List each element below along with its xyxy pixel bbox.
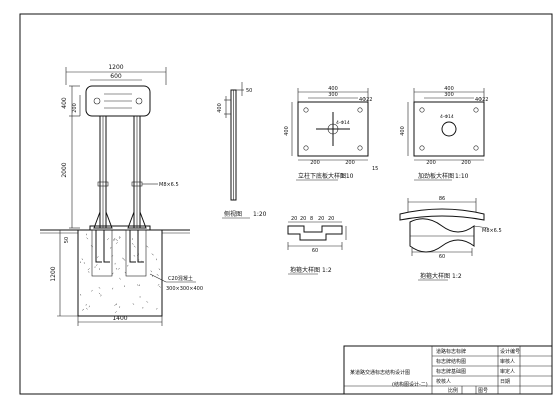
- title-right-3: 审定人: [500, 368, 515, 375]
- bolt-label-a: M8×6.5: [159, 182, 179, 188]
- plate-b: [413, 101, 485, 157]
- concrete-note: C20混凝土: [168, 275, 193, 282]
- plate-a-edge: 15: [372, 166, 378, 172]
- saddle-detail: 86 M8×6.5 60 抱箍大样图 1:2: [399, 196, 502, 281]
- title-row-3: 标志牌基础图: [436, 368, 466, 375]
- saddle-scale: 1:2: [452, 273, 462, 280]
- plate-a-height: 400: [284, 126, 290, 136]
- side-view-caption: 侧视图: [224, 210, 242, 218]
- dim-base-height: 1200: [50, 266, 57, 281]
- plate-a-half-right: 200: [345, 160, 355, 166]
- plate-a: [297, 101, 369, 157]
- scale-label: 比例: [448, 387, 458, 394]
- saddle-caption: 抱箍大样图: [420, 272, 450, 280]
- dim-sign-board-width: 600: [110, 73, 122, 80]
- plate-a-width: 400: [328, 86, 338, 92]
- plate-b-half-right: 200: [461, 160, 471, 166]
- dim-board-height: 400: [61, 97, 68, 109]
- dim-sign-total-width: 1200: [108, 64, 123, 71]
- hole-label-b: 4-Φ14: [440, 114, 454, 120]
- dim-base-top: 50: [64, 237, 70, 243]
- plate-a-half-left: 200: [310, 160, 320, 166]
- saddle-top: 86: [439, 196, 445, 202]
- clip-dim-2: 20: [300, 216, 306, 222]
- plate-b-scale: 1:10: [455, 173, 469, 180]
- side-view-scale: 1:20: [253, 211, 267, 218]
- dim-board-upper: 200: [72, 103, 78, 113]
- sheet-number: (结构图设计-二): [392, 381, 428, 388]
- title-right-1: 设计编号: [500, 348, 520, 355]
- plate-b-height: 400: [400, 126, 406, 136]
- saddle-bottom: 60: [439, 254, 445, 260]
- clip-dim-1: 20: [291, 216, 297, 222]
- hole-label-a: 4-Φ14: [336, 120, 350, 126]
- plate-b-caption: 加劲板大样图: [418, 172, 454, 180]
- plate-b-half-left: 200: [426, 160, 436, 166]
- title-right-4: 日期: [500, 379, 510, 385]
- plate-a-scale: 1:10: [340, 173, 354, 180]
- dim-clamp-top: 50: [246, 88, 252, 94]
- clip-caption: 抱箍大样图: [290, 266, 320, 274]
- title-row-4: 校核人: [436, 378, 451, 385]
- title-right-2: 审核人: [500, 358, 515, 365]
- main-elevation: 1200 600 400 200 2000 M8×6.5: [40, 64, 203, 326]
- clip-dim-5: 20: [328, 216, 334, 222]
- plate-detail-a: 400 300 4Φ22 4-Φ14 400 200 200 15 立柱下底板大…: [284, 86, 378, 181]
- plate-a-note: 4Φ22: [359, 97, 372, 103]
- clip-detail: 20 20 8 20 20 60 抱箍大样图 1:2: [287, 216, 347, 275]
- clip-scale: 1:2: [322, 267, 332, 274]
- side-view: 400 50 侧视图 1:20: [217, 82, 267, 219]
- title-block: 道路标志标牌 标志牌结构图 标志牌基础图 校核人 设计编号 审核人 审定人 日期…: [343, 345, 553, 395]
- project-title: 某道路交通标志结构设计图: [350, 369, 410, 376]
- concrete-hatch: [79, 233, 161, 313]
- dim-post-height: 2000: [61, 162, 68, 177]
- plate-b-note: 4Φ22: [475, 97, 488, 103]
- outer-frame: [19, 13, 553, 395]
- sign-board: [85, 85, 151, 117]
- clip-dim-4: 20: [318, 216, 324, 222]
- clip-dim-3: 8: [310, 216, 313, 222]
- plate-a-inner: 300: [328, 92, 338, 98]
- clip-width: 60: [312, 248, 318, 254]
- plate-b-width: 400: [444, 86, 454, 92]
- plate-b-inner: 300: [444, 92, 454, 98]
- title-row-1: 道路标志标牌: [436, 348, 466, 355]
- bolt-label-c: M8×6.5: [482, 228, 502, 234]
- concrete-note-2: 300×300×400: [166, 286, 203, 292]
- sheet-label: 图号: [478, 388, 488, 394]
- plate-a-caption: 立柱下底板大样图: [298, 172, 346, 180]
- dim-clamp-height: 400: [217, 103, 223, 113]
- dim-base-width: 1400: [112, 315, 127, 322]
- concrete-foundation: [77, 229, 163, 317]
- title-row-2: 标志牌结构图: [436, 358, 466, 365]
- plate-detail-b: 400 300 4Φ22 4-Φ14 400 200 200 加劲板大样图 1:…: [400, 86, 488, 181]
